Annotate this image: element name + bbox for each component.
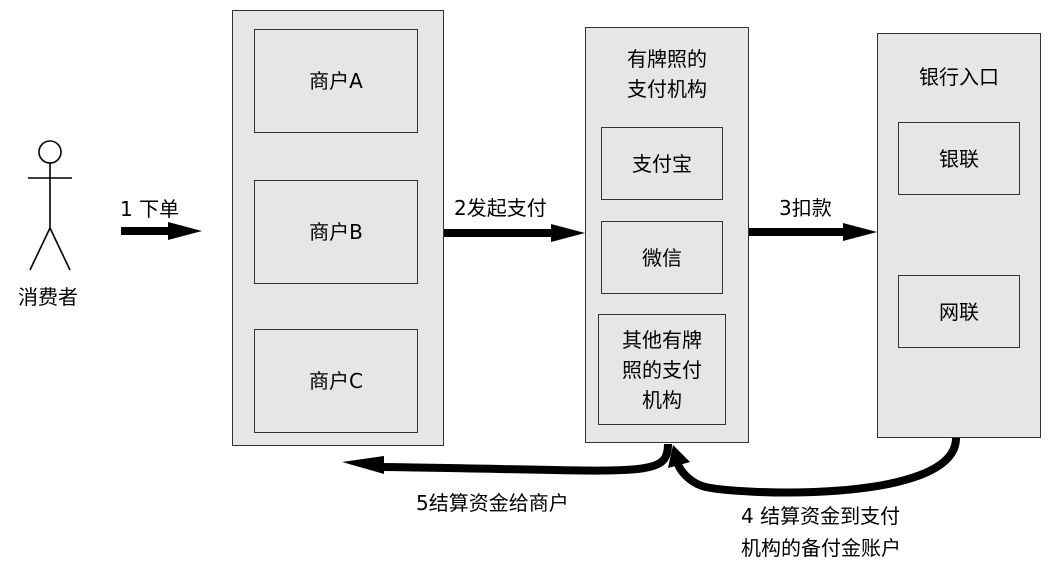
other-institutions-line1: 其他有牌 — [622, 327, 702, 352]
settle-to-institution-arrow-icon — [668, 437, 960, 497]
merchant-b-label: 商户B — [309, 220, 363, 244]
step3-label: 3扣款 — [779, 196, 832, 220]
other-institutions-box: 其他有牌 照的支付 机构 — [598, 314, 726, 425]
unionpay-box: 银联 — [898, 122, 1020, 195]
other-institutions-line2: 照的支付 — [622, 357, 702, 382]
merchant-b-box: 商户B — [254, 180, 418, 284]
deduct-arrow-icon — [749, 223, 877, 241]
step4-label-line2: 机构的备付金账户 — [741, 536, 901, 560]
alipay-box: 支付宝 — [601, 127, 723, 200]
merchant-c-box: 商户C — [254, 329, 418, 433]
wechat-label: 微信 — [642, 245, 682, 270]
consumer-label: 消费者 — [18, 285, 78, 309]
payment-institutions-title-line1: 有牌照的 — [627, 47, 707, 71]
nets-union-label: 网联 — [939, 299, 979, 324]
nets-union-box: 网联 — [898, 275, 1020, 348]
step2-label: 2发起支付 — [454, 196, 547, 220]
step1-label: 1 下单 — [120, 197, 180, 221]
other-institutions-line3: 机构 — [642, 387, 682, 412]
payment-institutions-title-line2: 支付机构 — [627, 77, 707, 101]
bank-entry-title: 银行入口 — [919, 65, 999, 89]
merchant-a-box: 商户A — [254, 29, 418, 133]
wechat-box: 微信 — [601, 221, 723, 294]
order-arrow-icon — [121, 222, 202, 240]
merchant-c-label: 商户C — [309, 369, 363, 393]
step5-label: 5结算资金给商户 — [416, 491, 569, 515]
bank-entry-container — [877, 33, 1041, 438]
payment-institutions-title: 有牌照的 支付机构 — [585, 44, 749, 104]
initiate-payment-arrow-icon — [444, 224, 585, 242]
unionpay-label: 银联 — [939, 146, 979, 171]
step4-label-line1: 4 结算资金到支付 — [741, 504, 901, 528]
alipay-label: 支付宝 — [632, 151, 692, 176]
settle-to-merchant-arrow-icon — [342, 443, 672, 475]
merchant-a-label: 商户A — [309, 69, 363, 93]
